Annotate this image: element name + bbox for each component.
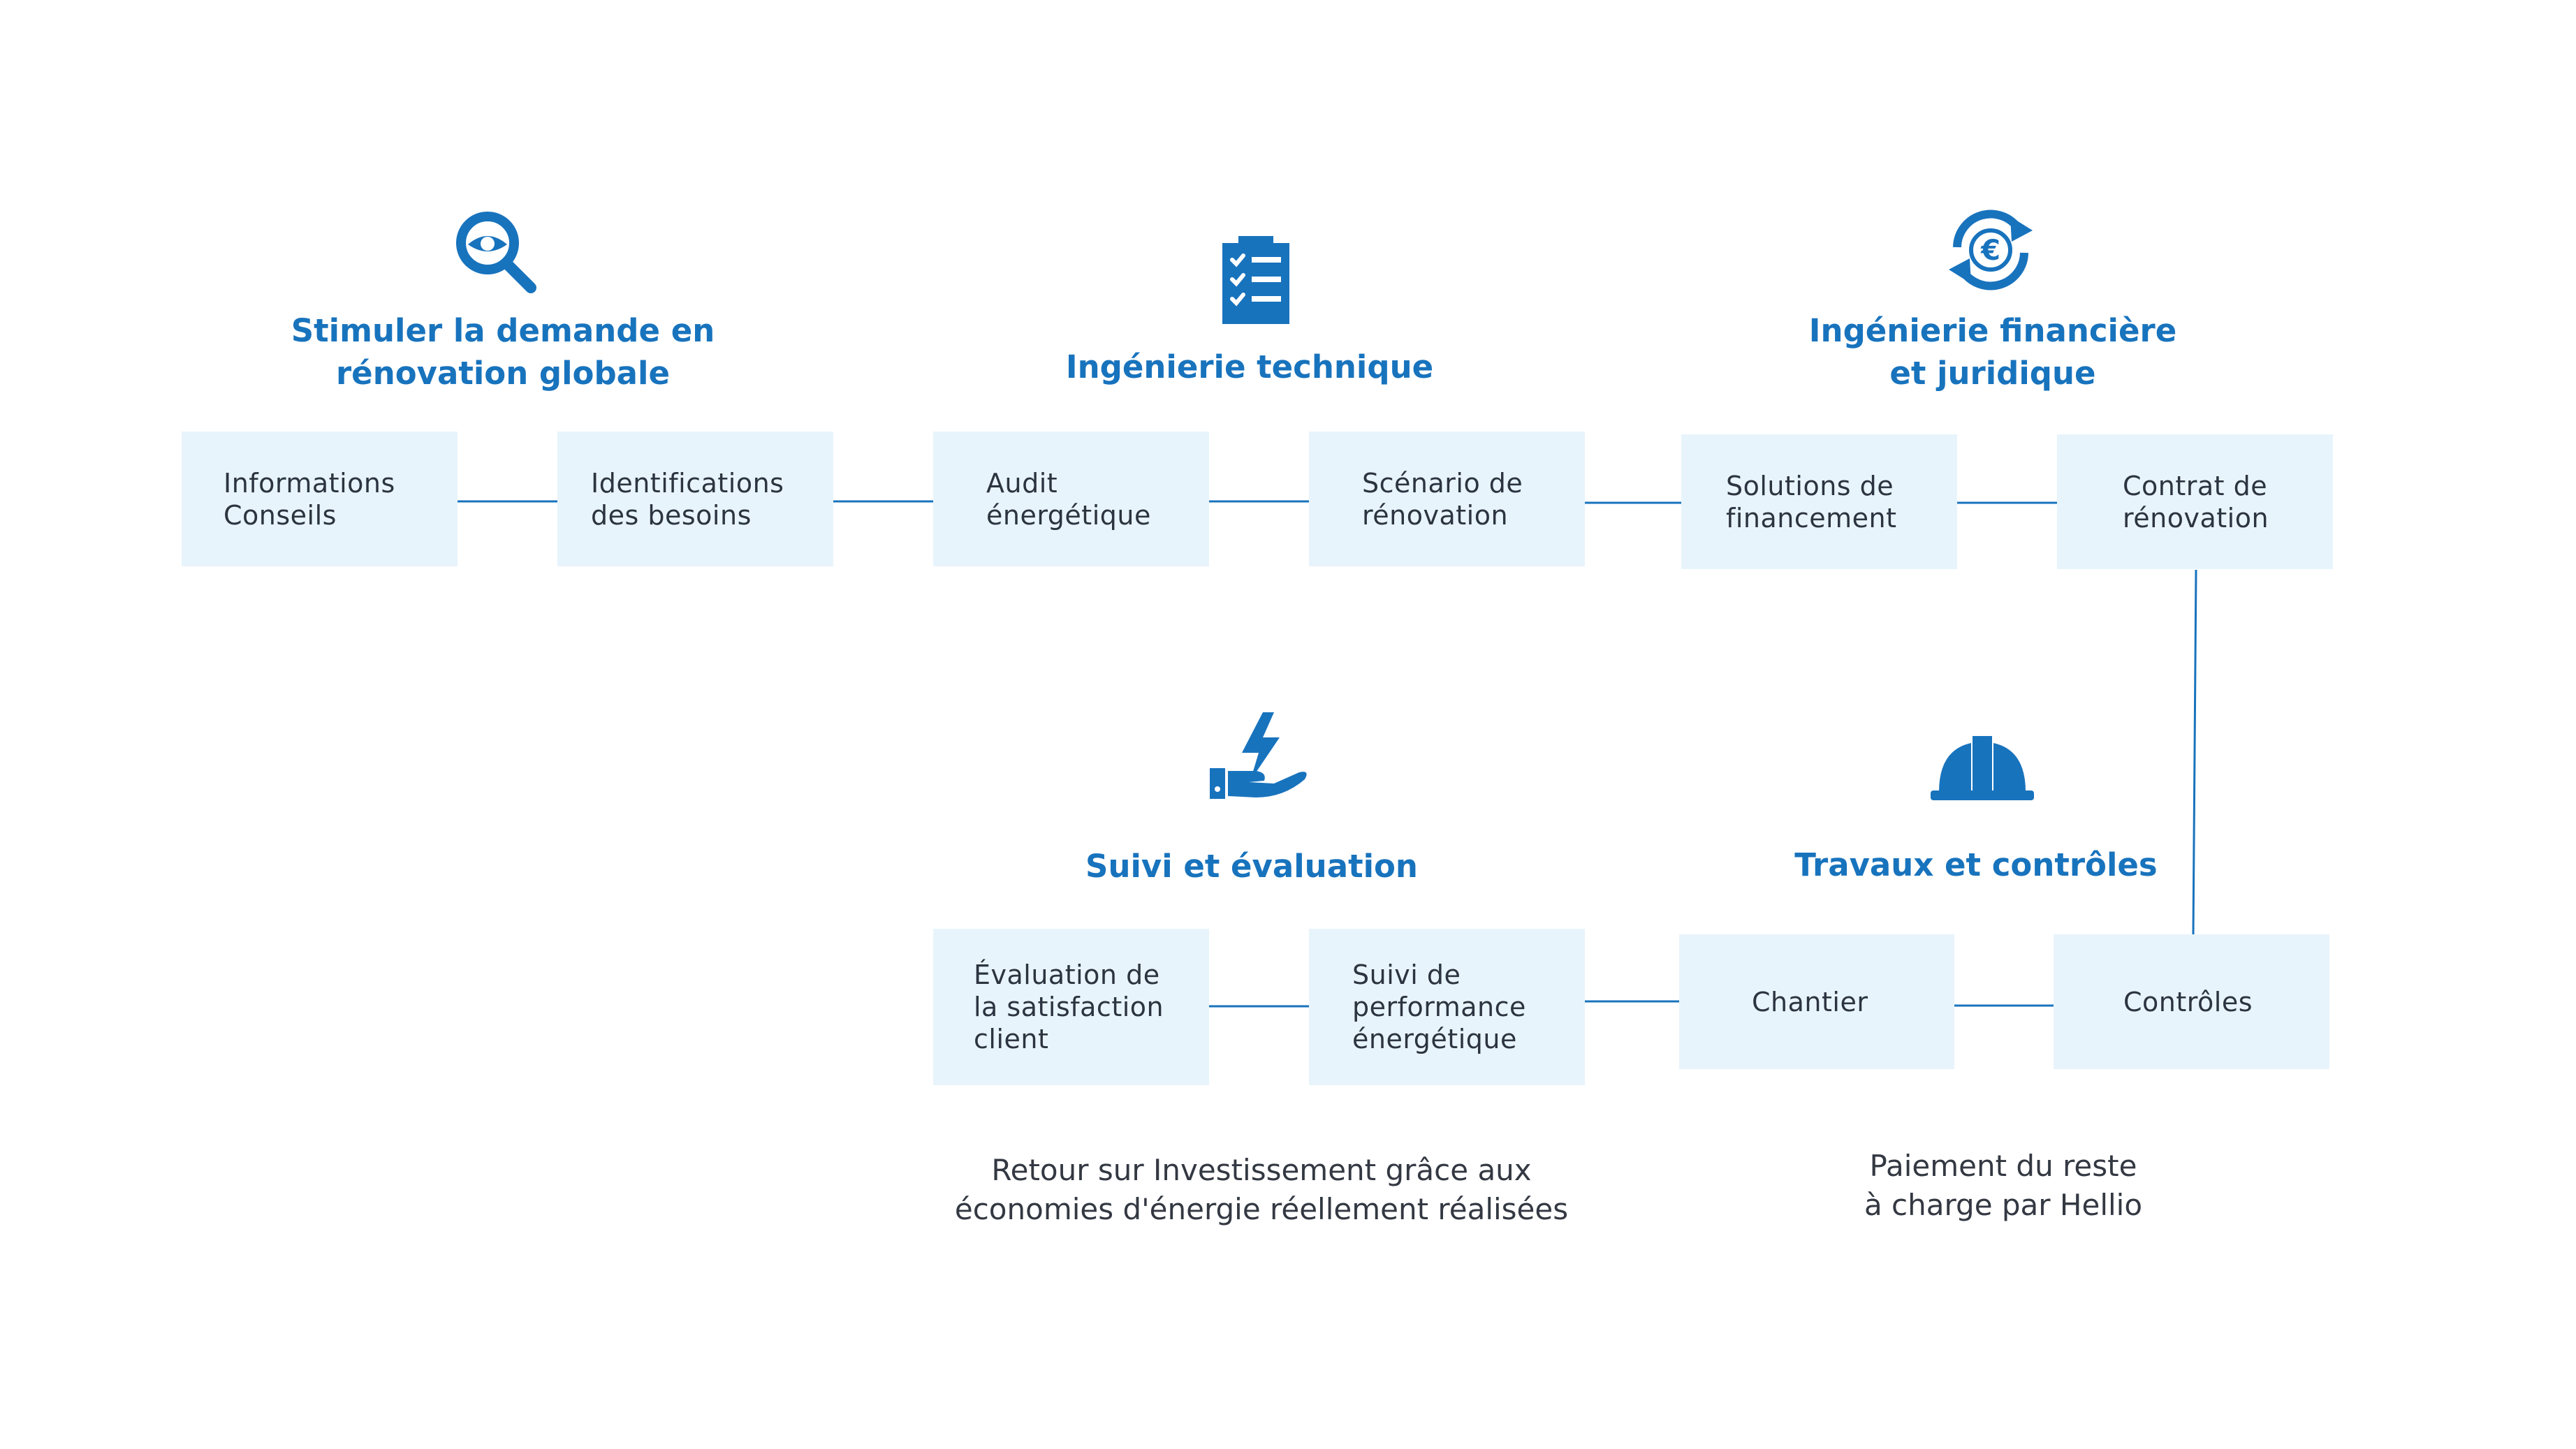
- heading-stimuler: Stimuler la demande en rénovation global…: [291, 312, 715, 392]
- magnifier-eye-icon: [456, 212, 536, 293]
- svg-text:€: €: [1980, 235, 2000, 267]
- hard-hat-icon: [1931, 736, 2034, 800]
- box-label: Scénario de rénovation: [1362, 467, 1523, 531]
- box-suivi-performance: Suivi de performance énergétique: [1309, 929, 1585, 1085]
- note-paiement-reste: Paiement du reste à charge par Hellio: [1864, 1149, 2143, 1222]
- box-label: Informations Conseils: [224, 467, 395, 531]
- box-contrat-renovation: Contrat de rénovation: [2057, 434, 2333, 569]
- heading-travaux: Travaux et contrôles: [1794, 846, 2158, 883]
- box-label: Identifications des besoins: [591, 467, 784, 531]
- box-scenario-renovation: Scénario de rénovation: [1309, 432, 1585, 566]
- box-label: Chantier: [1752, 986, 1868, 1017]
- box-controles: Contrôles: [2054, 934, 2329, 1069]
- euro-cycle-icon: €: [1949, 209, 2033, 290]
- box-label: Contrôles: [2123, 986, 2253, 1017]
- box-audit-energetique: Audit énergétique: [933, 432, 1209, 566]
- box-label: Contrat de rénovation: [2123, 470, 2269, 534]
- box-evaluation-satisfaction: Évaluation de la satisfaction client: [933, 929, 1209, 1085]
- checklist-icon: [1222, 236, 1289, 324]
- heading-suivi: Suivi et évaluation: [1085, 848, 1418, 885]
- box-label: Évaluation de la satisfaction client: [974, 959, 1164, 1054]
- box-label: Suivi de performance énergétique: [1352, 959, 1526, 1054]
- note-retour-investissement: Retour sur Investissement grâce aux écon…: [954, 1153, 1569, 1226]
- hand-lightning-icon: [1210, 712, 1307, 799]
- box-informations-conseils: Informations Conseils: [182, 432, 458, 566]
- connector-contrat-controles: [2192, 569, 2197, 935]
- box-label: Audit énergétique: [986, 467, 1151, 531]
- heading-ingenierie-financiere: Ingénierie financière et juridique: [1808, 312, 2177, 392]
- heading-ingenierie-technique: Ingénierie technique: [1065, 348, 1434, 385]
- box-chantier: Chantier: [1679, 934, 1954, 1069]
- box-identifications-besoins: Identifications des besoins: [557, 432, 833, 566]
- box-solutions-financement: Solutions de financement: [1681, 434, 1957, 569]
- box-label: Solutions de financement: [1726, 470, 1897, 534]
